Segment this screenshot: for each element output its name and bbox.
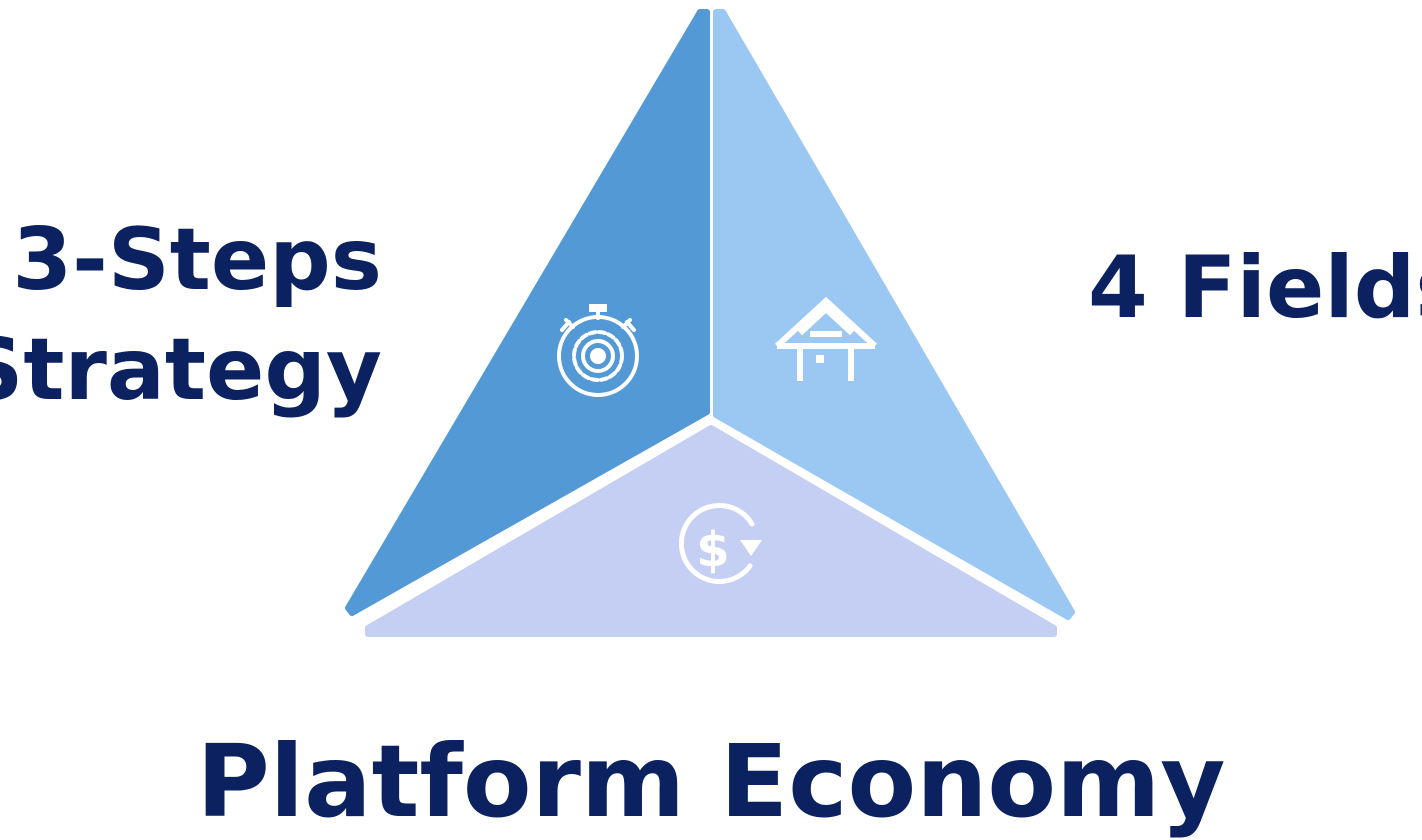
label-platform-economy: Platform Economy bbox=[196, 723, 1226, 840]
stopwatch-gear-icon bbox=[557, 304, 639, 397]
label-left-line1: 3-Steps bbox=[12, 210, 382, 310]
house-icon bbox=[774, 296, 878, 381]
label-left-line2: Strategy bbox=[0, 320, 382, 421]
segment-left bbox=[345, 9, 710, 616]
label-3-steps-strategy: 3-Steps Strategy bbox=[0, 205, 382, 425]
label-4-fields: 4 Fields bbox=[1088, 238, 1422, 338]
dollar-cycle-icon: $ bbox=[678, 503, 762, 584]
segment-right bbox=[713, 9, 1075, 620]
segment-bottom bbox=[365, 425, 1057, 637]
svg-text:$: $ bbox=[696, 522, 729, 578]
